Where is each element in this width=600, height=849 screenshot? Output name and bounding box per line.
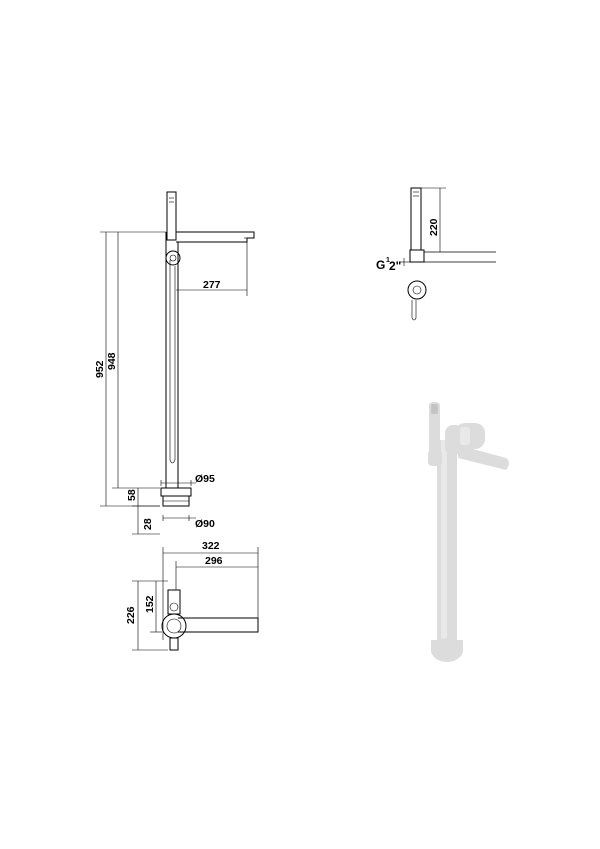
hand-shower — [166, 191, 177, 241]
dim-total-height-outer: 952 — [94, 360, 106, 378]
thread-numerator: 1 — [386, 257, 390, 264]
dim-depth-inner: 152 — [144, 595, 156, 613]
side-view: 220 G 1 2" — [376, 187, 496, 321]
faucet-3d-render-icon — [428, 402, 509, 662]
top-view: 322 296 226 152 — [125, 540, 259, 651]
dim-spout-reach: 277 — [203, 279, 221, 291]
top-column — [161, 613, 187, 639]
dim-spout-length: 296 — [205, 555, 223, 567]
dim-base-flange: 58 — [126, 489, 138, 501]
dim-base-bottom: 28 — [142, 518, 154, 530]
thread-denominator: 2" — [389, 259, 401, 273]
front-view: 277 952 948 58 28 Ø95 Ø90 — [94, 191, 255, 535]
spout-arm — [176, 231, 255, 243]
side-knob — [407, 280, 427, 300]
base-flange — [160, 487, 192, 497]
thread-prefix: G — [376, 258, 385, 272]
dim-holder-height: 220 — [428, 218, 440, 236]
top-spout — [178, 617, 259, 633]
dim-base-diameter-top: Ø95 — [195, 473, 215, 485]
dim-base-diameter-bottom: Ø90 — [195, 518, 215, 530]
side-holder — [409, 249, 425, 263]
dim-overall-length: 322 — [202, 540, 220, 552]
dim-total-height-inner: 948 — [106, 352, 118, 370]
top-holder — [167, 589, 181, 615]
top-outlet — [169, 637, 179, 651]
side-hand-shower — [410, 187, 422, 251]
dim-depth-outer: 226 — [125, 606, 137, 624]
